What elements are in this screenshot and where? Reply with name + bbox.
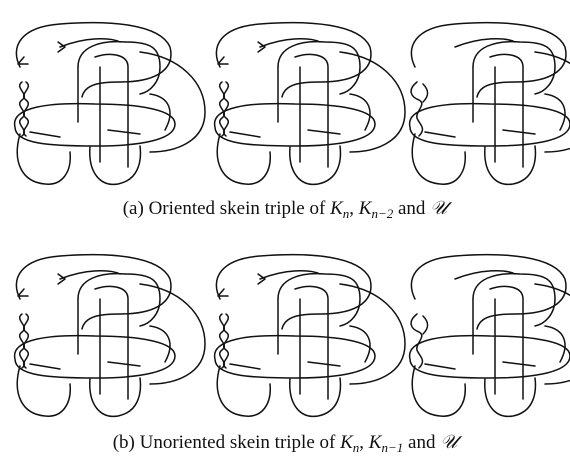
diagram-knot-b3 xyxy=(408,253,570,418)
caption-a-prefix: Oriented skein triple of xyxy=(148,198,326,219)
diagram-knot-a2 xyxy=(213,21,406,186)
diagram-knot-a3 xyxy=(408,21,570,186)
caption-b-prefix: Unoriented skein triple of xyxy=(139,432,336,453)
row-b xyxy=(13,253,570,418)
caption-b-conj: and xyxy=(408,432,436,453)
caption-a-label: (a) xyxy=(122,198,144,219)
caption-a-knot2: Kn−2 xyxy=(358,198,394,221)
caption-b: (b) Unoriented skein triple of Kn, Kn−1 … xyxy=(112,431,458,455)
diagram-knot-b1 xyxy=(13,253,206,418)
caption-a-conj: and xyxy=(397,198,426,219)
caption-b-knot2: Kn−1 xyxy=(368,432,404,455)
row-a xyxy=(13,21,570,186)
caption-b-knot1: Kn xyxy=(340,432,360,455)
caption-a-knot1: Kn xyxy=(330,198,350,221)
caption-b-label: (b) xyxy=(112,432,135,453)
diagram-knot-b2 xyxy=(213,253,406,418)
caption-a: (a) Oriented skein triple of Kn, Kn−2 an… xyxy=(122,197,448,221)
diagram-knot-a1 xyxy=(13,21,206,186)
caption-a-knot3: 𝒰 xyxy=(430,197,448,219)
caption-b-knot3: 𝒰 xyxy=(440,431,458,453)
